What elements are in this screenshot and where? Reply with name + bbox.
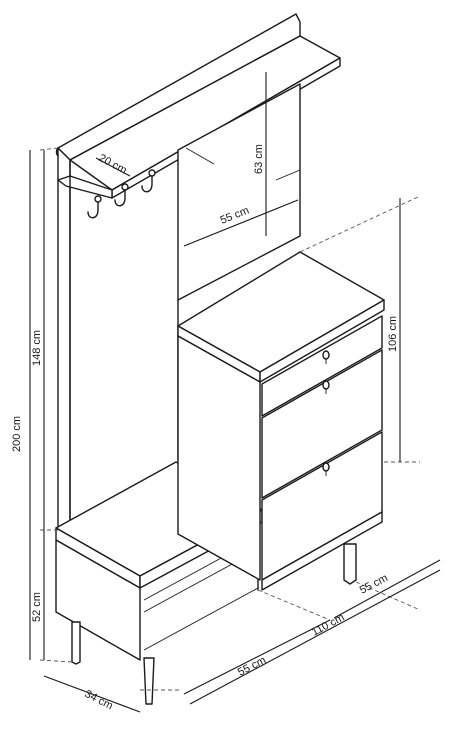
dim-line-total-width [189,569,441,705]
door-handle-lower [322,462,330,476]
drawer-handle [322,350,330,364]
dimension-lines [29,72,441,713]
hook-3 [141,169,156,193]
dim-line-depth [43,675,141,713]
dim-line-bench-width [183,619,331,695]
leg-front [143,657,155,705]
label-total-width: 110 cm [310,611,347,638]
label-cabinet-height: 106 cm [387,316,399,352]
label-cabinet-width: 55 cm [358,572,390,597]
label-upper-height: 148 cm [31,330,43,366]
handles [322,350,330,476]
drawer-front [261,315,383,417]
flap-door-upper [261,349,383,499]
dim-line-cabinet-width [333,559,441,619]
leg-right [343,543,357,585]
label-mirror-height: 63 cm [253,144,265,174]
label-depth: 34 cm [83,688,115,712]
leg-left [71,621,81,665]
label-bench-width: 55 cm [236,654,268,678]
door-handle-upper [322,380,330,394]
shoe-cabinet [177,251,385,591]
dim-line-shelf-depth [95,157,131,177]
legs [71,543,357,705]
hook-2 [114,183,129,207]
extension-lines [39,147,421,691]
dim-line-mirror-width [183,199,299,247]
coat-hooks [87,169,156,219]
mirror [177,83,301,301]
hook-1 [87,195,102,219]
label-bench-height: 52 cm [31,592,43,622]
label-total-height: 200 cm [11,416,23,452]
